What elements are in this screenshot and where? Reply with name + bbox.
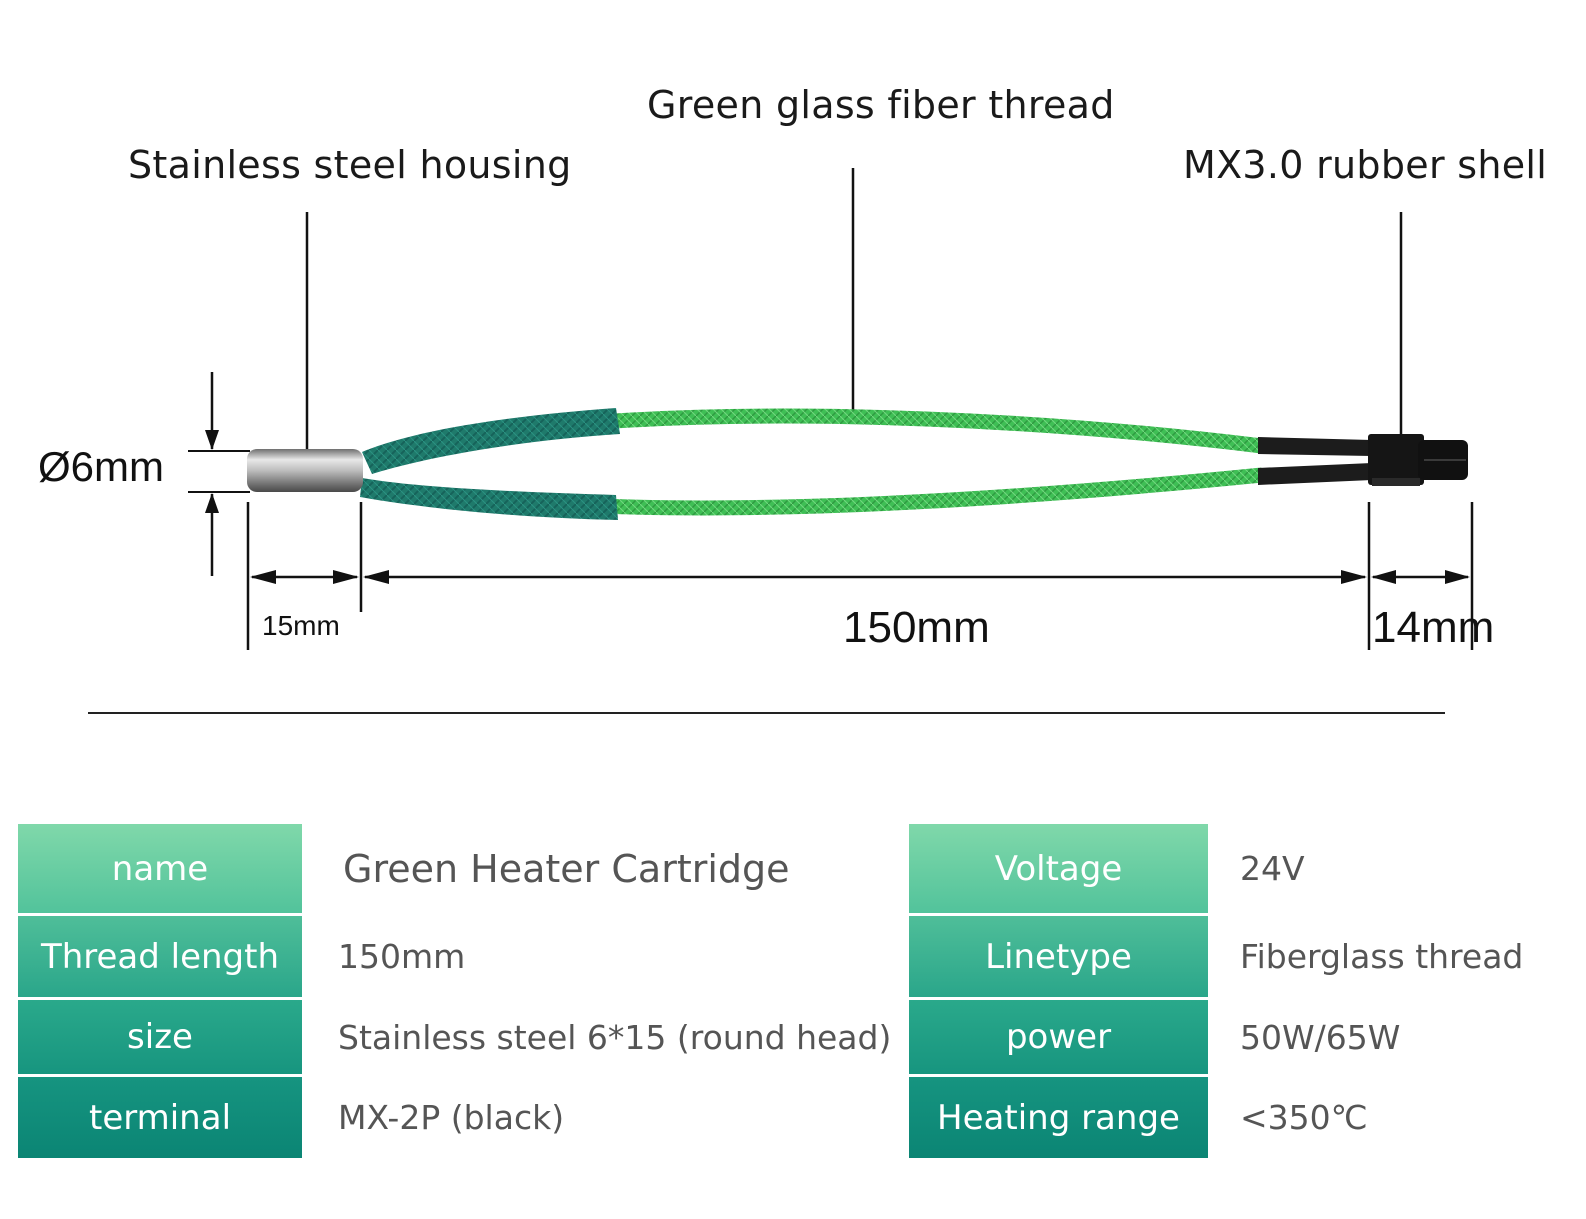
spec-value-size: Stainless steel 6*15 (round head) xyxy=(338,1017,892,1057)
spec-label-terminal: terminal xyxy=(18,1077,302,1158)
mx-connector-latch xyxy=(1372,478,1420,486)
diameter-arrowhead-bottom xyxy=(205,493,219,513)
fiber-callout: Green glass fiber thread xyxy=(647,83,1115,127)
section-divider xyxy=(88,712,1445,714)
housing-length-label: 15mm xyxy=(262,610,340,641)
spec-label-power: power xyxy=(909,1000,1208,1074)
shell-callout: MX3.0 rubber shell xyxy=(1183,143,1548,187)
spec-value-terminal: MX-2P (black) xyxy=(338,1098,565,1137)
upper-wire xyxy=(599,408,1263,454)
mx-connector-body xyxy=(1368,434,1424,485)
diameter-label: Ø6mm xyxy=(38,443,164,490)
housing-arrowhead-left xyxy=(250,570,276,584)
spec-value-voltage: 24V xyxy=(1240,849,1305,888)
lower-black-insulation xyxy=(1258,463,1372,485)
heater-cartridge-diagram xyxy=(188,168,1474,650)
spec-value-name: Green Heater Cartridge xyxy=(343,846,790,891)
spec-label-size: size xyxy=(18,1000,302,1074)
upper-black-insulation xyxy=(1258,437,1372,456)
housing-arrowhead-right xyxy=(333,570,359,584)
terminal-arrowhead-right xyxy=(1445,570,1470,584)
thread-arrowhead-right xyxy=(1341,570,1367,584)
lower-wire xyxy=(599,467,1263,516)
housing-callout: Stainless steel housing xyxy=(128,143,572,187)
spec-value-thread-length: 150mm xyxy=(338,937,466,976)
spec-label-heating-range: Heating range xyxy=(909,1077,1208,1158)
thread-arrowhead-left xyxy=(363,570,389,584)
upper-sleeve xyxy=(362,408,620,474)
spec-value-heating-range: <350℃ xyxy=(1240,1098,1368,1137)
spec-label-thread-length: Thread length xyxy=(18,916,302,997)
lower-sleeve xyxy=(360,478,618,520)
terminal-arrowhead-left xyxy=(1371,570,1396,584)
diameter-arrowhead-top xyxy=(205,430,219,450)
spec-value-power: 50W/65W xyxy=(1240,1017,1401,1057)
terminal-length-label: 14mm xyxy=(1372,603,1495,652)
spec-label-voltage: Voltage xyxy=(909,824,1208,913)
thread-length-label: 150mm xyxy=(843,603,990,652)
spec-label-name: name xyxy=(18,824,302,913)
spec-label-linetype: Linetype xyxy=(909,916,1208,997)
steel-housing xyxy=(247,449,363,492)
spec-value-linetype: Fiberglass thread xyxy=(1240,937,1524,976)
